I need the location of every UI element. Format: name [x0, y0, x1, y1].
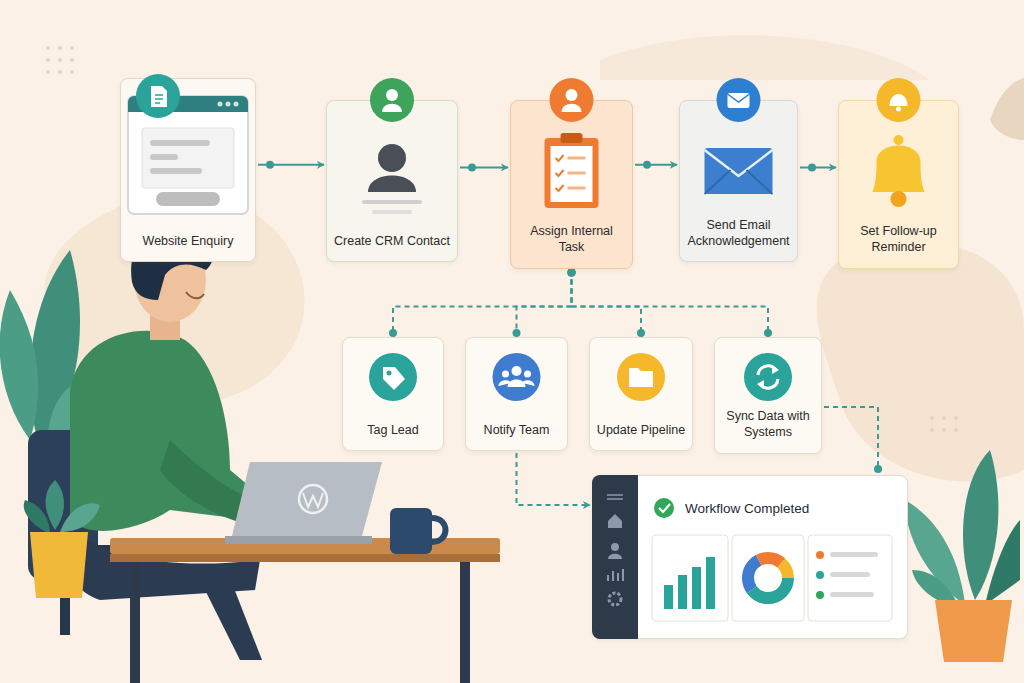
connector-dot: [637, 329, 645, 337]
enquiry-card: Website Enquiry: [120, 78, 256, 262]
connector-dot: [266, 161, 274, 169]
connector-dot: [808, 163, 816, 171]
process-box: Send Email Acknowledgement: [679, 100, 798, 262]
connector-dot: [468, 163, 476, 171]
connector-dot: [643, 161, 651, 169]
flow-arrow: [635, 164, 677, 166]
node-label: Update Pipeline: [597, 422, 685, 438]
dashed-connector: [572, 271, 769, 336]
connector-dot: [568, 269, 576, 277]
action-box: Sync Data with Systems: [714, 337, 822, 454]
node-label: Assign Internal Task: [517, 223, 626, 256]
connector-dot: [389, 329, 397, 337]
node-label: Set Follow-up Reminder: [845, 223, 952, 256]
connector-dot: [874, 465, 882, 473]
process-box: Assign Internal Task: [510, 100, 633, 269]
dashed-connector: [393, 271, 572, 336]
node-label: Website Enquiry: [143, 233, 234, 249]
node-label: Create CRM Contact: [334, 233, 450, 249]
connector-dot: [568, 269, 576, 277]
action-box: Update Pipeline: [589, 337, 693, 451]
flow-arrow: [800, 166, 836, 168]
panel-title: Workflow Completed: [685, 500, 809, 518]
node-label: Tag Lead: [367, 422, 418, 438]
dashed-connector: [517, 453, 591, 505]
dashed-connector: [572, 271, 642, 336]
node-label: Send Email Acknowledgement: [686, 217, 791, 250]
process-box: Set Follow-up Reminder: [838, 100, 959, 269]
connector-dot: [568, 269, 576, 277]
flow-arrow: [460, 166, 508, 168]
dashed-connector: [517, 271, 572, 336]
node-label: Notify Team: [484, 422, 550, 438]
dashed-connector: [824, 407, 878, 469]
connector-dot: [513, 329, 521, 337]
connector-dot: [568, 269, 576, 277]
dashboard-panel: Workflow Completed: [592, 475, 908, 639]
action-box: Notify Team: [465, 337, 568, 451]
process-box: Create CRM Contact: [326, 100, 458, 262]
action-box: Tag Lead: [342, 337, 444, 451]
node-label: Sync Data with Systems: [721, 408, 815, 441]
connector-dot: [764, 329, 772, 337]
node-icon: [592, 475, 908, 639]
